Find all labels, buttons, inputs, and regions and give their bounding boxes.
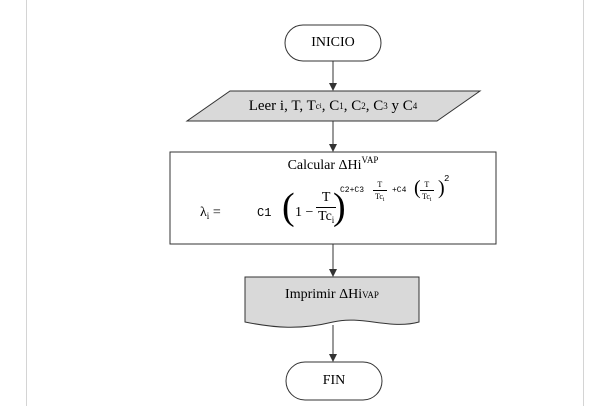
exp-frac1-den-text: Tc <box>375 192 383 201</box>
formula-fraction: T Tci <box>316 190 337 225</box>
exp-paren-open: ( <box>414 177 421 199</box>
formula-lambda: λi = <box>200 205 221 221</box>
input-c4-sub: 4 <box>412 100 418 111</box>
formula-frac-den-sub: i <box>331 215 335 225</box>
formula-frac-den-text: Tc <box>318 209 332 224</box>
formula-paren-close: ) <box>333 186 346 228</box>
exp-frac2-num: T <box>424 180 430 189</box>
formula-one-minus: 1 − <box>295 205 314 220</box>
start-label-text: INICIO <box>311 35 355 50</box>
start-label: INICIO <box>285 25 381 61</box>
input-conj: y <box>391 97 400 114</box>
end-label-text: FIN <box>322 373 346 388</box>
input-c3-sub: 3 <box>383 100 388 111</box>
exp-fraction-1: T Tci <box>373 180 387 203</box>
sep-3: , <box>365 97 374 114</box>
input-prefix: Leer i, T, T <box>248 97 316 114</box>
exp-frac2-den-sub: i <box>429 197 432 203</box>
input-tc-sub2: i <box>319 101 322 110</box>
exp-frac1-den: Tci <box>373 190 387 203</box>
input-c4: C <box>402 97 413 114</box>
exp-frac1-num: T <box>377 180 383 189</box>
formula-frac-num: T <box>321 190 331 205</box>
end-label: FIN <box>286 362 382 400</box>
output-label-sup: VAP <box>362 289 379 300</box>
sep-2: , <box>343 97 352 114</box>
input-tc-sub: c <box>315 100 320 111</box>
process-title: Calcular ΔHiVAP <box>170 155 496 174</box>
process-formula: λi = C1 ( 1 − T Tci ) C2+C3 T Tci +C4 ( … <box>200 174 480 236</box>
output-document <box>244 276 420 328</box>
formula-frac-den: Tci <box>316 207 337 225</box>
process-title-text: Calcular ΔHi <box>287 158 362 173</box>
right-frame-line <box>583 0 584 406</box>
input-c1: C <box>329 97 340 114</box>
input-c2: C <box>351 97 362 114</box>
input-c3: C <box>373 97 384 114</box>
exp-frac2-den-text: Tc <box>422 192 430 201</box>
formula-c1: C1 <box>257 206 272 220</box>
formula-lambda-sub: i <box>206 211 210 221</box>
sep-1: , <box>321 97 330 114</box>
input-parallelogram <box>185 90 482 122</box>
exp-frac2-den: Tci <box>420 190 434 203</box>
exp-paren-close: ) <box>438 177 445 199</box>
process-title-sup: VAP <box>361 155 379 165</box>
output-label-text: Imprimir ΔHi <box>285 287 363 302</box>
exp-square: 2 <box>444 174 450 184</box>
formula-equals: = <box>212 205 221 220</box>
left-frame-line <box>26 0 27 406</box>
exp-fraction-2: T Tci <box>420 180 434 203</box>
formula-lambda-symbol: λ <box>200 205 207 220</box>
formula-paren-open: ( <box>282 186 295 228</box>
input-c2-sub: 2 <box>361 100 366 111</box>
exp-c2c3: C2+C3 <box>340 186 365 195</box>
input-c1-sub: 1 <box>339 100 344 111</box>
exp-c4: +C4 <box>392 186 407 195</box>
end-terminator <box>285 361 383 401</box>
exp-frac1-den-sub: i <box>382 197 385 203</box>
